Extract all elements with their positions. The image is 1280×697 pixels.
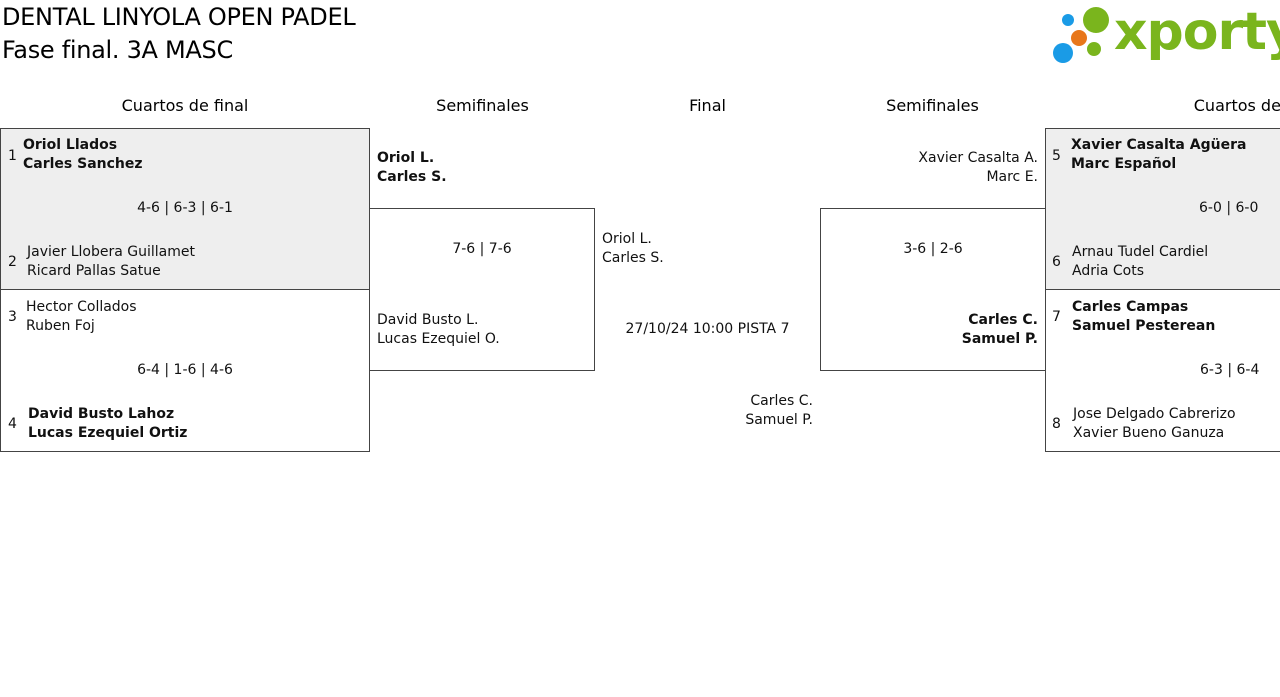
- team-bottom[interactable]: Carles C. Samuel P.: [821, 311, 1038, 349]
- match-score: 4-6 | 6-3 | 6-1: [137, 200, 233, 216]
- match-left-semifinal[interactable]: 7-6 | 7-6 David Busto L. Lucas Ezequiel …: [369, 208, 595, 371]
- column-header-final: Final: [689, 96, 726, 115]
- seed-number: 2: [8, 254, 17, 270]
- player-name: Carles Sanchez: [23, 156, 143, 172]
- seed-number: 4: [8, 416, 17, 432]
- team-top[interactable]: Oriol Llados Carles Sanchez: [23, 136, 143, 174]
- seed-number: 5: [1052, 148, 1061, 164]
- match-left-qf-1[interactable]: 1 Oriol Llados Carles Sanchez 4-6 | 6-3 …: [0, 128, 370, 290]
- match-right-qf-2[interactable]: 7 Carles Campas Samuel Pesterean 6-3 | 6…: [1045, 289, 1280, 452]
- match-right-qf-1[interactable]: 5 Xavier Casalta Agüera Marc Español 6-0…: [1045, 128, 1280, 290]
- player-name: Carles S.: [377, 169, 447, 185]
- match-score: 6-3 | 6-4: [1200, 362, 1260, 378]
- player-name: Xavier Bueno Ganuza: [1073, 425, 1225, 441]
- xporty-logo[interactable]: xporty: [1050, 2, 1280, 68]
- player-name: Ricard Pallas Satue: [27, 263, 161, 279]
- final-team-top[interactable]: Oriol L. Carles S.: [602, 230, 664, 268]
- player-name: Adria Cots: [1072, 263, 1145, 279]
- player-name: Lucas Ezequiel Ortiz: [28, 425, 188, 441]
- player-name: Arnau Tudel Cardiel: [1072, 244, 1209, 260]
- player-name: Jose Delgado Cabrerizo: [1073, 406, 1236, 422]
- match-score: 7-6 | 7-6: [452, 241, 512, 257]
- semifinal-right-team-top[interactable]: Xavier Casalta A. Marc E.: [830, 149, 1038, 187]
- match-score: 6-4 | 1-6 | 4-6: [137, 362, 233, 378]
- player-name: Carles C.: [750, 393, 813, 409]
- logo-wordmark: xporty: [1114, 2, 1280, 62]
- team-top[interactable]: Xavier Casalta Agüera Marc Español: [1071, 136, 1246, 174]
- column-header-left-quarterfinals: Cuartos de final: [121, 96, 249, 115]
- player-name: Oriol L.: [602, 231, 652, 247]
- player-name: David Busto Lahoz: [28, 406, 175, 422]
- player-name: Ruben Foj: [26, 318, 95, 334]
- seed-number: 7: [1052, 309, 1061, 325]
- player-name: Oriol Llados: [23, 137, 118, 153]
- player-name: Xavier Casalta Agüera: [1071, 137, 1247, 153]
- player-name: Javier Llobera Guillamet: [27, 244, 195, 260]
- team-bottom[interactable]: David Busto Lahoz Lucas Ezequiel Ortiz: [28, 405, 187, 443]
- seed-number: 6: [1052, 254, 1061, 270]
- seed-number: 8: [1052, 416, 1061, 432]
- player-name: Carles S.: [602, 250, 664, 266]
- team-bottom[interactable]: Jose Delgado Cabrerizo Xavier Bueno Ganu…: [1073, 405, 1236, 443]
- column-header-left-semifinals: Semifinales: [436, 96, 529, 115]
- seed-number: 1: [8, 148, 17, 164]
- tournament-subtitle: Fase final. 3A MASC: [2, 36, 233, 64]
- match-score: 6-0 | 6-0: [1199, 200, 1259, 216]
- tournament-title: DENTAL LINYOLA OPEN PADEL: [2, 3, 356, 31]
- player-name: Marc E.: [986, 169, 1038, 185]
- player-name: Carles Campas: [1072, 299, 1189, 315]
- player-name: Samuel Pesterean: [1072, 318, 1216, 334]
- match-left-qf-2[interactable]: 3 Hector Collados Ruben Foj 6-4 | 1-6 | …: [0, 289, 370, 452]
- player-name: Lucas Ezequiel O.: [377, 331, 500, 347]
- player-name: Carles C.: [968, 312, 1038, 328]
- player-name: David Busto L.: [377, 312, 479, 328]
- match-right-semifinal[interactable]: 3-6 | 2-6 Carles C. Samuel P.: [820, 208, 1046, 371]
- team-bottom[interactable]: Arnau Tudel Cardiel Adria Cots: [1072, 243, 1208, 281]
- player-name: Samuel P.: [745, 412, 813, 428]
- player-name: Samuel P.: [961, 331, 1038, 347]
- final-team-bottom[interactable]: Carles C. Samuel P.: [620, 392, 813, 430]
- player-name: Marc Español: [1071, 156, 1177, 172]
- team-bottom[interactable]: Javier Llobera Guillamet Ricard Pallas S…: [27, 243, 195, 281]
- semifinal-left-team-top[interactable]: Oriol L. Carles S.: [377, 149, 447, 187]
- match-score: 3-6 | 2-6: [903, 241, 963, 257]
- player-name: Hector Collados: [26, 299, 137, 315]
- final-schedule: 27/10/24 10:00 PISTA 7: [625, 321, 790, 337]
- column-header-right-quarterfinals: Cuartos de fin: [1193, 96, 1280, 115]
- column-header-right-semifinals: Semifinales: [886, 96, 979, 115]
- player-name: Xavier Casalta A.: [918, 150, 1038, 166]
- team-top[interactable]: Hector Collados Ruben Foj: [26, 298, 137, 336]
- team-top[interactable]: Carles Campas Samuel Pesterean: [1072, 298, 1215, 336]
- seed-number: 3: [8, 309, 17, 325]
- team-bottom[interactable]: David Busto L. Lucas Ezequiel O.: [377, 311, 500, 349]
- player-name: Oriol L.: [377, 150, 435, 166]
- logo-dots-icon: [1053, 7, 1109, 63]
